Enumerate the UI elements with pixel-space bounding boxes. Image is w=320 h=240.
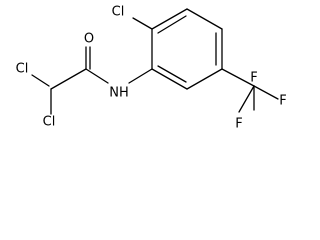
- bond-ring-cl: [132, 17, 153, 30]
- atom-cl-top: Cl: [16, 62, 29, 77]
- bond-ccl-top: [31, 74, 50, 87]
- bond-n-ring: [128, 68, 153, 84]
- ring-bond-5: [186, 68, 223, 90]
- ring-double-1: [157, 15, 187, 34]
- ring-bond-3: [186, 8, 223, 30]
- structure-canvas: Cl O NH Cl Cl F F F: [15, 4, 287, 132]
- atom-nitrogen-h: NH: [109, 86, 129, 101]
- atom-oxygen: O: [84, 32, 94, 47]
- atom-cl-bottom: Cl: [43, 115, 56, 130]
- atom-f-left: F: [235, 117, 242, 132]
- atom-label-layer: Cl O NH Cl Cl F F F: [16, 5, 287, 132]
- bond-cf-left: [238, 85, 255, 113]
- bond-layer: [31, 8, 279, 115]
- bond-cf-right: [253, 85, 279, 100]
- ring-bond-6: [151, 68, 188, 90]
- atom-f-top: F: [250, 71, 257, 86]
- atom-f-right: F: [279, 94, 286, 109]
- bond-ring-cf3: [221, 68, 255, 87]
- bond-c-n: [85, 68, 109, 84]
- ring-double-3: [157, 65, 187, 83]
- ring-bond-2: [151, 8, 188, 30]
- molecule-structure: Cl O NH Cl Cl F F F: [16, 5, 287, 132]
- bond-c-c-acyl: [50, 68, 87, 90]
- atom-cl-ring: Cl: [112, 5, 125, 20]
